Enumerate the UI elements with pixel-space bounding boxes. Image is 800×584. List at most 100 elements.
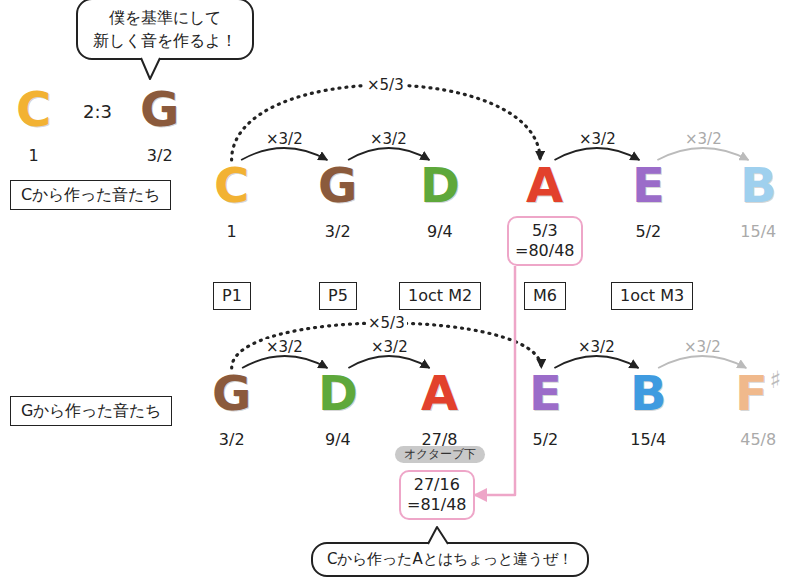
letter-row: D	[420, 160, 460, 222]
group-title: Gから作った音たち	[21, 401, 161, 421]
interval-name: M6	[533, 286, 557, 306]
ratio-value: 1	[214, 222, 249, 242]
ratio-box: 27/16 =81/48	[399, 470, 475, 520]
edge-label: ×3/2	[683, 131, 724, 147]
ratio-arrow	[554, 356, 638, 368]
sharp-sign: ♯	[770, 366, 782, 394]
interval-name: P5	[328, 286, 348, 306]
edge-label: ×3/2	[369, 339, 410, 355]
letter-row: G	[318, 160, 357, 222]
note-letter: G	[318, 157, 357, 213]
ratio-value: 9/4	[420, 222, 460, 242]
bubble-tail	[141, 57, 160, 79]
note-letter: F	[735, 365, 768, 421]
note-character: E 5/2	[628, 160, 669, 242]
letter-row: C	[214, 160, 249, 222]
letter-row: E	[632, 160, 665, 222]
ratio-box: 5/3 =80/48	[507, 216, 583, 266]
note-character: G 3/2	[136, 84, 183, 166]
ratio-value: 3/2	[212, 430, 251, 450]
letter-row: C	[16, 84, 51, 146]
note-letter: C	[16, 81, 51, 137]
edge-label: ×5/3	[366, 315, 407, 331]
note-character: C1	[12, 84, 55, 166]
group-title: Cから作った音たち	[21, 185, 160, 205]
interval-name: P1	[222, 286, 242, 306]
letter-row: E	[529, 368, 562, 430]
note-character: D 9/4	[416, 160, 464, 242]
ratio-label: 2:3	[83, 102, 112, 122]
ratio-value: 3/2	[318, 222, 357, 242]
ratio-value: 5/2	[632, 222, 665, 242]
interval-box: P1	[213, 282, 251, 310]
letter-row: A	[526, 160, 563, 222]
edge-label: ×3/2	[264, 131, 305, 147]
letter-row: B	[630, 368, 667, 430]
interval-name: 1oct M2	[408, 286, 472, 306]
ratio-arrow	[657, 148, 748, 160]
letter-row: F♯	[735, 368, 781, 430]
note-letter: E	[529, 365, 562, 421]
note-letter: E	[632, 157, 665, 213]
interval-box: M6	[524, 282, 566, 310]
ratio-value: 9/4	[318, 430, 358, 450]
group-label-box: Cから作った音たち	[10, 180, 171, 210]
edge-label: ×3/2	[577, 131, 618, 147]
ratio-value: 3/2	[140, 146, 179, 166]
edge-label: ×3/2	[576, 339, 617, 355]
note-letter: A	[526, 157, 563, 213]
letter-row: A	[421, 368, 458, 430]
ratio-arrow	[348, 356, 429, 368]
letter-row: D	[318, 368, 358, 430]
ratio-value: 15/4	[630, 430, 667, 450]
speech-bubble: Cから作ったAとはちょっと違うぜ！	[311, 542, 589, 577]
bubble-text: Cから作ったAとはちょっと違うぜ！	[327, 549, 573, 570]
note-letter: G	[212, 365, 251, 421]
note-character: B 15/4	[626, 368, 671, 450]
ratio-arrow	[241, 148, 327, 160]
edge-label: ×3/2	[682, 339, 723, 355]
ratio-arrow	[658, 356, 746, 368]
ratio-value: 5/2	[529, 430, 562, 450]
ratio-value: 5/3 =80/48	[515, 221, 575, 261]
dotted-ratio-arrow	[232, 85, 540, 160]
note-letter: D	[420, 157, 460, 213]
letter-row: G	[140, 84, 179, 146]
interval-name: 1oct M3	[620, 286, 684, 306]
ratio-value: 15/4	[740, 222, 777, 242]
note-character: B 15/4	[736, 160, 781, 242]
note-character: D 9/4	[314, 368, 362, 450]
note-letter: B	[630, 365, 667, 421]
interval-box: 1oct M3	[611, 282, 693, 310]
group-label-box: Gから作った音たち	[10, 396, 172, 426]
note-character: F♯45/8	[731, 368, 785, 450]
edge-label: ×3/2	[264, 339, 305, 355]
speech-bubble: 僕を基準にして 新しく音を作るよ！	[76, 0, 254, 60]
bubble-text: 僕を基準にして 新しく音を作るよ！	[90, 6, 240, 52]
ratio-arrow	[348, 148, 429, 160]
ratio-value: 27/16 =81/48	[407, 475, 467, 515]
letter-row: B	[740, 160, 777, 222]
note-character: C1	[210, 160, 253, 242]
note-letter: D	[318, 365, 358, 421]
note-letter: A	[421, 365, 458, 421]
letter-row: G	[212, 368, 251, 430]
note-character: E 5/2	[525, 368, 566, 450]
ratio-arrow	[555, 148, 640, 160]
note-letter: B	[740, 157, 777, 213]
note-letter: C	[214, 157, 249, 213]
note-character: G 3/2	[208, 368, 255, 450]
edge-label: ×3/2	[368, 131, 409, 147]
ratio-value: 45/8	[735, 430, 781, 450]
ratio-value: 1	[16, 146, 51, 166]
note-character: A27/8	[417, 368, 462, 450]
ratio-arrow	[242, 356, 327, 368]
note-character: A	[522, 160, 567, 222]
note-character: G 3/2	[314, 160, 361, 242]
bubble-tail	[141, 58, 160, 79]
note-letter: G	[140, 81, 179, 137]
interval-box: 1oct M2	[399, 282, 481, 310]
edge-label: ×5/3	[365, 77, 406, 93]
octave-tag: オクターブ下	[395, 446, 485, 463]
